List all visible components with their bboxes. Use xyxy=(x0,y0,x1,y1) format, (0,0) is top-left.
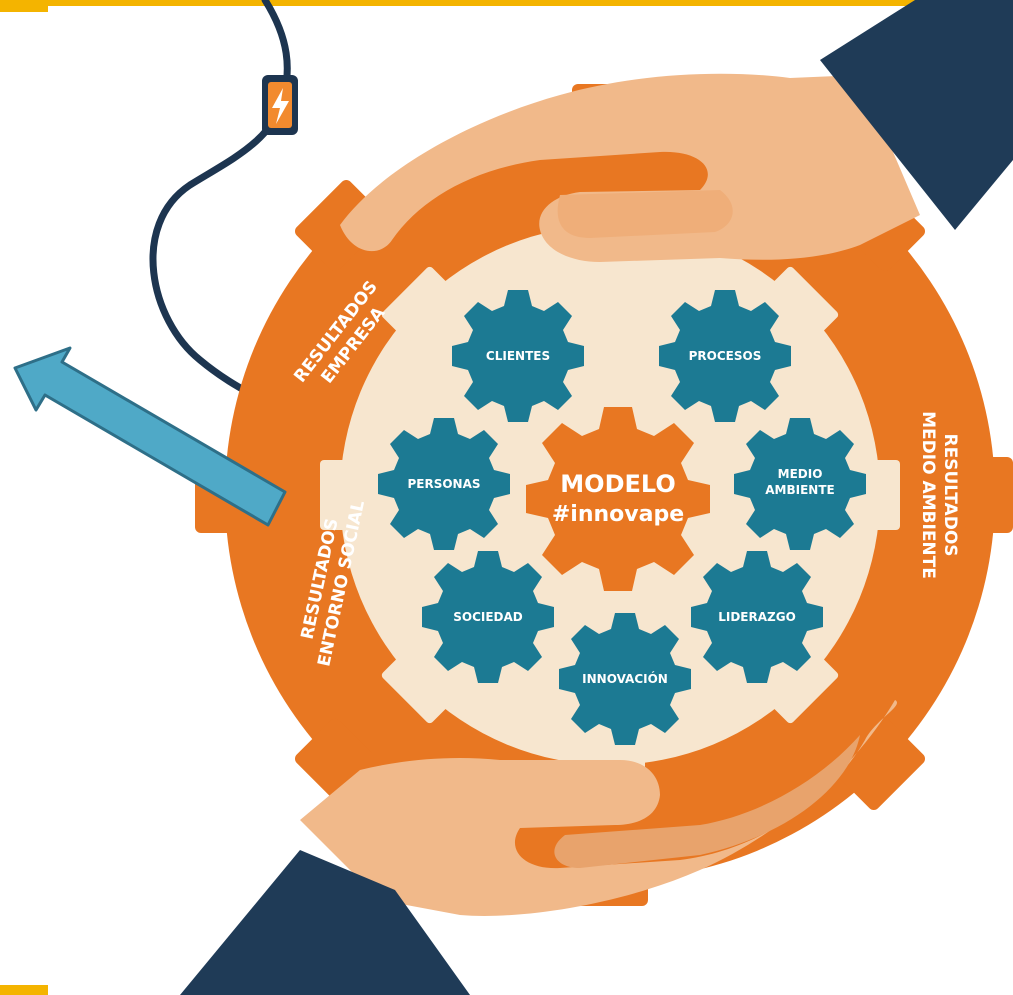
plug-icon xyxy=(262,75,298,135)
center-title: MODELO xyxy=(560,470,675,498)
lightning-bolt-icon xyxy=(272,88,289,124)
gear-medio-ambiente: MEDIO AMBIENTE xyxy=(734,418,866,550)
gear-innovacion: INNOVACIÓN xyxy=(559,613,691,745)
gear-innovacion-label: INNOVACIÓN xyxy=(582,671,668,686)
gear-sociedad: SOCIEDAD xyxy=(422,551,554,683)
gear-personas: PERSONAS xyxy=(378,418,510,550)
label-resultados-medio-ambiente: RESULTADOS MEDIO AMBIENTE xyxy=(918,411,960,579)
gear-clientes: CLIENTES xyxy=(452,290,584,422)
gear-procesos: PROCESOS xyxy=(659,290,791,422)
gear-medio-label-line1: MEDIO xyxy=(778,467,823,481)
top-left-frame-corner xyxy=(0,0,48,12)
bottom-left-frame-corner xyxy=(0,985,48,995)
gear-clientes-label: CLIENTES xyxy=(486,349,550,363)
center-gear: MODELO #innovape xyxy=(526,407,710,591)
bottom-sleeve xyxy=(180,850,470,995)
gear-personas-label: PERSONAS xyxy=(407,477,480,491)
gear-liderazgo: LIDERAZGO xyxy=(691,551,823,683)
center-subtitle: #innovape xyxy=(552,502,684,527)
gear-liderazgo-label: LIDERAZGO xyxy=(718,610,796,624)
gear-medio-label-line2: AMBIENTE xyxy=(765,483,834,497)
top-frame-bar xyxy=(0,0,1013,6)
gear-procesos-label: PROCESOS xyxy=(689,349,762,363)
label-medio-line2: MEDIO AMBIENTE xyxy=(918,411,938,579)
top-sleeve xyxy=(820,0,1013,230)
gear-sociedad-label: SOCIEDAD xyxy=(453,610,523,624)
label-medio-line1: RESULTADOS xyxy=(940,433,960,556)
top-hand xyxy=(340,0,1013,262)
arrow-icon xyxy=(13,346,287,527)
bottom-hand xyxy=(180,700,898,995)
